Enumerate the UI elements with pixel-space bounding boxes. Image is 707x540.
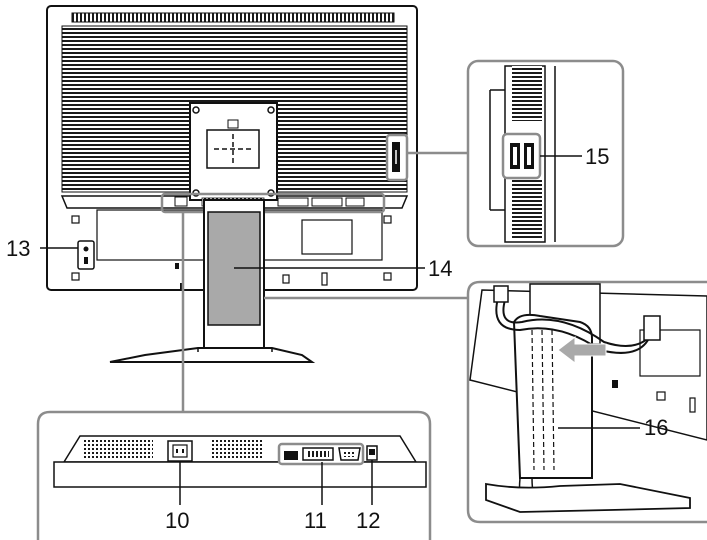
callout-11: 11 — [304, 508, 327, 533]
connector-zoom-callout — [36, 212, 432, 540]
usb-ports-zoom — [501, 132, 542, 180]
callout-12: 12 — [356, 508, 381, 533]
callout-15: 15 — [585, 144, 610, 169]
callout-13: 13 — [6, 236, 31, 261]
insertion-arrow — [557, 335, 607, 365]
security-slot — [77, 240, 95, 270]
stand-base — [109, 347, 316, 363]
top-vent-strip — [71, 12, 395, 23]
connector-highlight — [160, 192, 386, 214]
callout-14: 14 — [428, 256, 453, 281]
cable-cover-zoom-callout — [264, 280, 707, 524]
monitor-rear-view — [46, 5, 418, 363]
callout-16: 16 — [644, 415, 669, 440]
callout-10: 10 — [165, 508, 190, 533]
usb-zoom-callout — [408, 59, 625, 248]
